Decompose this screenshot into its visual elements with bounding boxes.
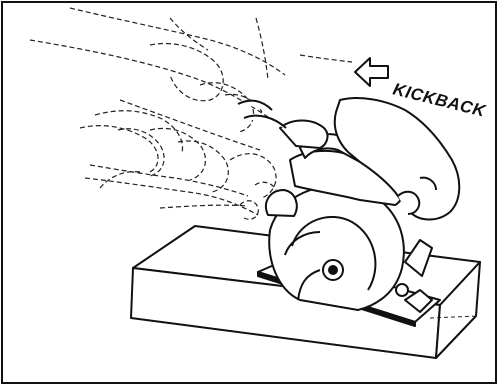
circular-saw (257, 133, 441, 327)
hand (237, 97, 461, 221)
motion-ghost-arms (29, 7, 353, 220)
cut-line (429, 315, 479, 319)
arrow-icon (354, 57, 389, 87)
